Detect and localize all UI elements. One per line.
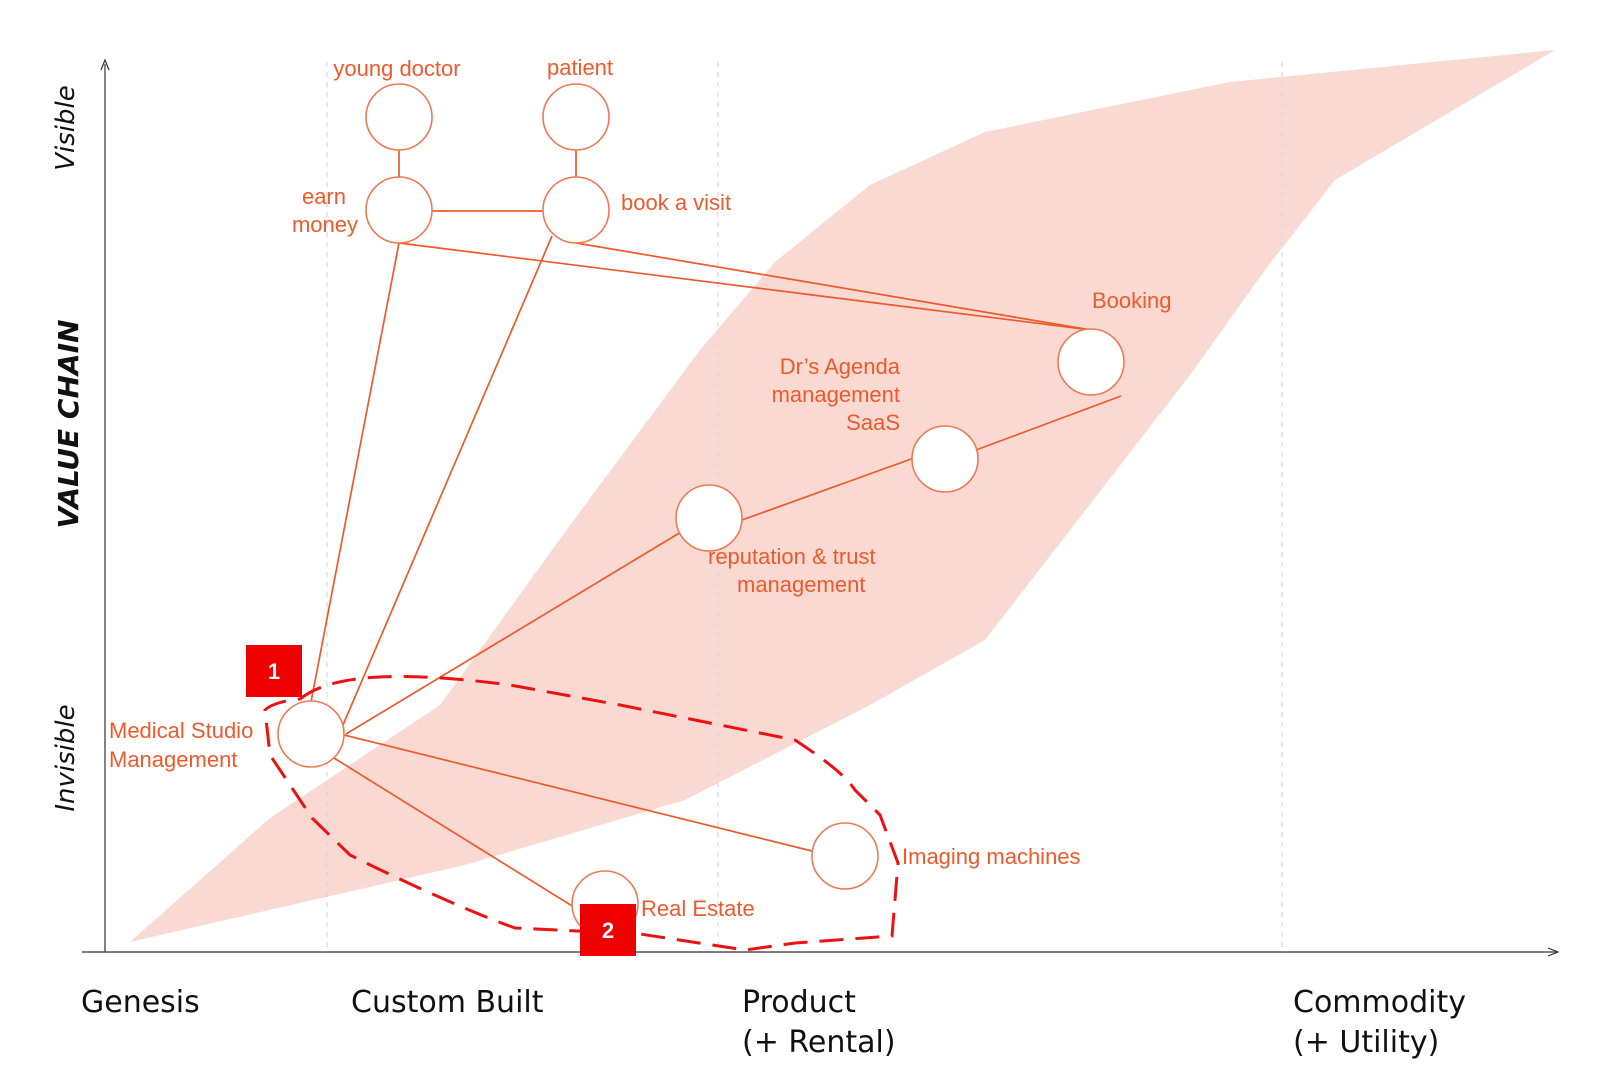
marker-2[interactable]: 2 [580, 904, 636, 956]
link-medical-studio-imaging [343, 734, 813, 852]
dashed-region-outline [263, 675, 900, 952]
link-book-visit-booking [575, 242, 1092, 331]
label-young-doctor: young doctor [333, 56, 460, 81]
marker-1-box [246, 645, 302, 697]
visible-label: Visible [51, 85, 81, 171]
stage-label-custom-built: Custom Built [351, 985, 544, 1020]
label-agenda-line3: SaaS [846, 410, 900, 435]
node-patient[interactable] [542, 83, 610, 151]
stage-label-commodity-sub: (+ Utility) [1293, 1025, 1439, 1060]
label-booking: Booking [1092, 288, 1172, 313]
label-medical-studio-line2: Management [109, 747, 237, 772]
node-imaging-machines[interactable] [811, 822, 879, 890]
node-earn-money[interactable] [365, 176, 433, 244]
stage-label-product-sub: (+ Rental) [742, 1025, 896, 1060]
link-booking-agenda [975, 395, 1122, 451]
label-book-a-visit: book a visit [621, 190, 731, 215]
node-booking[interactable] [1057, 328, 1125, 396]
label-earn-money-line1: earn [302, 184, 346, 209]
label-agenda-line2: management [772, 382, 900, 407]
label-reputation-line1: reputation & trust [708, 544, 876, 569]
link-medical-studio-real-estate [333, 757, 578, 910]
label-earn-money-line2: money [292, 212, 358, 237]
evolution-axis-arrow [1547, 947, 1560, 957]
link-agenda-reputation [741, 457, 915, 521]
marker-1[interactable]: 1 [246, 645, 302, 697]
label-agenda-line1: Dr’s Agenda [780, 354, 901, 379]
stage-label-product: Product [742, 985, 856, 1020]
dependency-links [310, 149, 1122, 910]
label-reputation-line2: management [737, 572, 865, 597]
link-reputation-medical-studio [345, 531, 682, 735]
value-chain-title: VALUE CHAIN [52, 320, 85, 529]
label-real-estate: Real Estate [641, 896, 755, 921]
link-earn-money-medical-studio [310, 242, 400, 703]
marker-1-text: 1 [268, 659, 280, 684]
evolution-band [130, 50, 1555, 942]
invisible-label: Invisible [51, 704, 81, 811]
node-young-doctor[interactable] [365, 83, 433, 151]
link-book-visit-medical-studio [339, 235, 553, 733]
stage-label-genesis: Genesis [81, 985, 200, 1020]
label-patient: patient [547, 55, 613, 80]
value-chain-axis-arrow [100, 58, 110, 71]
node-medical-studio[interactable] [277, 700, 345, 768]
node-reputation-trust[interactable] [675, 484, 743, 552]
node-book-a-visit[interactable] [542, 176, 610, 244]
label-imaging-machines: Imaging machines [902, 844, 1081, 869]
link-earn-money-booking [398, 242, 1092, 331]
marker-2-box [580, 904, 636, 956]
marker-2-text: 2 [602, 918, 614, 943]
node-drs-agenda[interactable] [911, 425, 979, 493]
label-medical-studio-line1: Medical Studio [109, 718, 253, 743]
stage-label-commodity: Commodity [1293, 985, 1466, 1020]
